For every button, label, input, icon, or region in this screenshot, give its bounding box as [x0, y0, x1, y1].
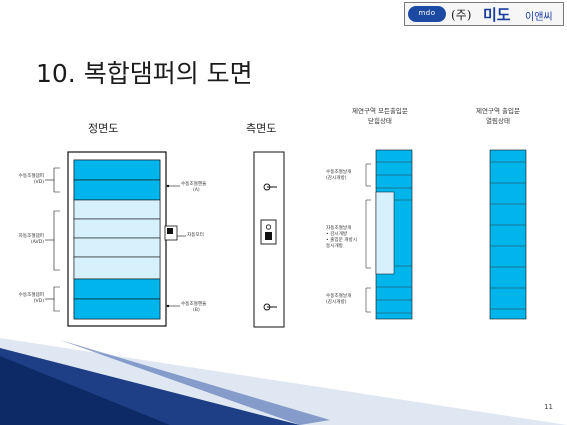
- label-state-auto-blade-line1: 자동조절날개: [326, 226, 352, 231]
- label-state-bottom-blade-line2: (감시개방): [326, 300, 347, 305]
- label-auto-damper-line2: (AVD): [30, 240, 44, 245]
- closed-state-drawing: [365, 149, 413, 320]
- motor-icon: [164, 225, 186, 241]
- label-state-auto-blade-line4: 동시개방: [326, 244, 343, 249]
- side-motor-icon: [260, 219, 277, 245]
- side-bottom-handle-icon: [263, 303, 277, 311]
- front-bottom-blade-1: [73, 278, 161, 300]
- label-top-manual-damper: 수동조절댐퍼 (VD): [2, 174, 44, 186]
- label-bottom-manual-damper: 수동조절댐퍼 (VD): [2, 293, 44, 305]
- label-state-auto-blade-line3: • 출입문 개방시: [326, 238, 357, 243]
- label-motor: 자동모터: [187, 233, 204, 238]
- label-handle-b-line1: 수동조절핸들: [181, 302, 207, 307]
- label-state-bottom-blade: 수동조절날개 (감시개방): [326, 294, 351, 306]
- open-state-drawing: [489, 149, 527, 320]
- open-state-heading-line1: 제연구역 출입문: [476, 107, 520, 115]
- label-state-top-blade-line2: (감시개방): [326, 176, 347, 181]
- label-handle-a-line1: 수동조절핸들: [181, 182, 207, 187]
- label-auto-damper-line1: 자동조절댐퍼: [18, 234, 44, 239]
- company-logo: mdo (주) 미도 이앤씨: [404, 2, 564, 26]
- front-mid-blade-2: [73, 218, 161, 239]
- logo-paren: (주): [451, 8, 472, 22]
- label-handle-a-line2: (A): [193, 188, 200, 193]
- logo-company-name: 미도: [483, 6, 511, 24]
- label-state-auto-blade-line2: • 감시개방: [326, 232, 348, 237]
- label-bottom-manual-damper-line2: (VD): [33, 299, 44, 304]
- label-handle-b: 수동조절핸들 (B): [181, 302, 206, 314]
- open-state-heading-line2: 열림상태: [486, 117, 510, 125]
- front-mid-blade-4: [73, 256, 161, 280]
- front-top-blade-2: [73, 179, 161, 201]
- label-state-auto-blade: 자동조절날개 • 감시개방 • 출입문 개방시 동시개방: [326, 226, 357, 250]
- front-top-blade-1: [73, 159, 161, 181]
- page-number: 11: [544, 403, 553, 411]
- closed-state-heading-line2: 닫힘상태: [367, 117, 392, 125]
- side-top-handle-icon: [263, 183, 277, 191]
- closed-state-heading: 제연구역 모든출입문 닫힘상태: [352, 106, 408, 126]
- front-view-drawing: [45, 151, 186, 327]
- label-state-bottom-blade-line1: 수동조절날개: [326, 294, 352, 299]
- front-bottom-blade-2: [73, 298, 161, 320]
- open-state-heading: 제연구역 출입문 열림상태: [476, 106, 520, 126]
- label-state-top-blade: 수동조절날개 (감시개방): [326, 170, 351, 182]
- closed-state-heading-line1: 제연구역 모든출입문: [352, 107, 408, 115]
- label-handle-b-line2: (B): [193, 308, 200, 313]
- front-mid-blade-1: [73, 199, 161, 220]
- label-auto-damper: 자동조절댐퍼 (AVD): [2, 234, 44, 246]
- logo-badge-text: mdo: [418, 9, 436, 17]
- logo-badge: mdo: [408, 6, 446, 22]
- label-bottom-manual-damper-line1: 수동조절댐퍼: [18, 293, 44, 298]
- slide-title: 10. 복합댐퍼의 도면: [36, 59, 253, 88]
- label-state-top-blade-line1: 수동조절날개: [326, 170, 352, 175]
- label-top-manual-damper-line1: 수동조절댐퍼: [18, 174, 44, 179]
- label-handle-a: 수동조절핸들 (A): [181, 182, 206, 194]
- side-view-heading: 측면도: [246, 122, 277, 135]
- front-mid-blade-3: [73, 237, 161, 258]
- label-top-manual-damper-line2: (VD): [33, 180, 44, 185]
- logo-company-suffix: 이앤씨: [525, 12, 553, 23]
- decorative-swoosh: [0, 338, 567, 425]
- side-view-drawing: [253, 151, 285, 328]
- front-view-heading: 정면도: [88, 122, 119, 135]
